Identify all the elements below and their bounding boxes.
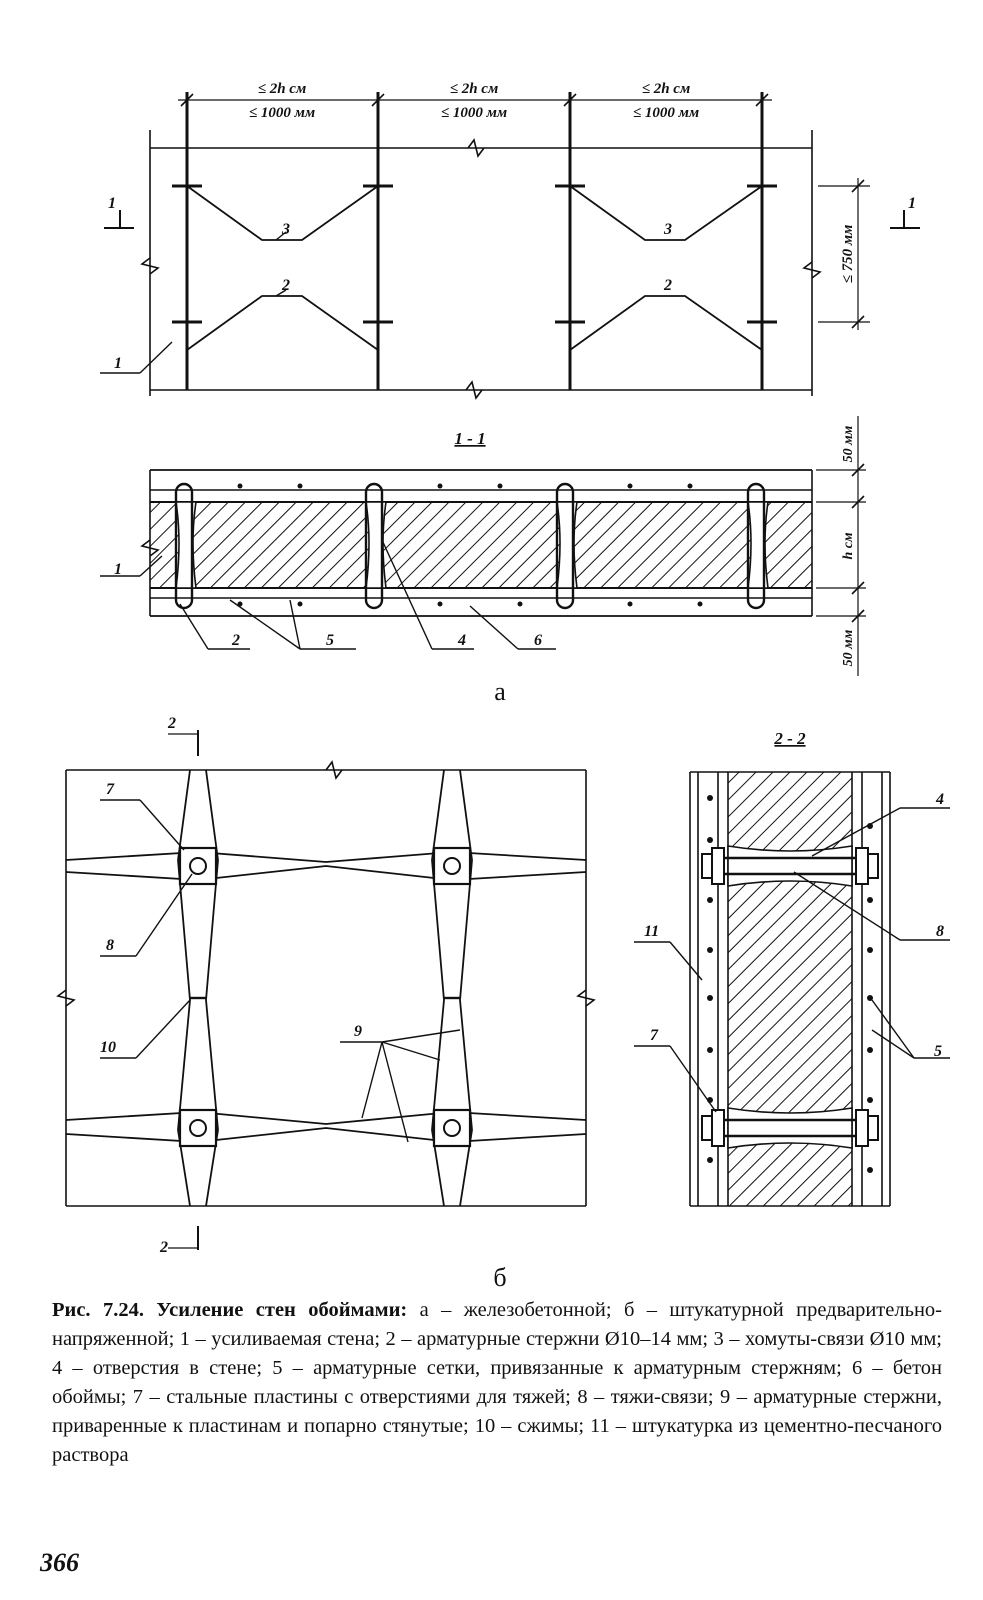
dim-1000-3: ≤ 1000 мм <box>633 105 699 121</box>
label-2-right: 2 <box>663 277 672 294</box>
label-8-detail: 8 <box>936 923 944 940</box>
label-10-plan: 10 <box>100 1039 116 1056</box>
figure-caption: Рис. 7.24. Усиление стен обоймами: а – ж… <box>52 1296 942 1470</box>
figure-a-section <box>100 416 866 676</box>
dim-2h-2: ≤ 2h см <box>450 81 499 97</box>
dim-h: h см <box>841 532 856 560</box>
label-3-left: 3 <box>281 221 290 238</box>
section-title-2-2: 2 - 2 <box>773 729 806 748</box>
dim-50-top: 50 мм <box>841 425 856 462</box>
label-4-detail: 4 <box>935 791 944 808</box>
dim-1000-1: ≤ 1000 мм <box>249 105 315 121</box>
section-mark-1-left: 1 <box>108 195 116 212</box>
dim-1000-2: ≤ 1000 мм <box>441 105 507 121</box>
label-1-elevation: 1 <box>114 355 122 372</box>
dim-750: ≤ 750 мм <box>840 225 856 284</box>
section-mark-1-right: 1 <box>908 195 916 212</box>
label-1-section: 1 <box>114 561 122 578</box>
sublabel-b: б <box>493 1263 506 1292</box>
label-11-detail: 11 <box>644 923 659 940</box>
label-9-plan: 9 <box>354 1023 362 1040</box>
dim-50-bottom: 50 мм <box>841 629 856 666</box>
page-number: 366 <box>40 1548 79 1577</box>
section-mark-2-bottom: 2 <box>159 1239 168 1256</box>
label-5-detail: 5 <box>934 1043 942 1060</box>
figure-b-section <box>634 771 950 1207</box>
label-7-detail: 7 <box>650 1027 659 1044</box>
label-4-section: 4 <box>457 632 466 649</box>
caption-text: а – железобетонной; б – штукатурной пред… <box>52 1299 942 1466</box>
caption-title: Рис. 7.24. Усиление стен обоймами: <box>52 1299 408 1321</box>
label-2-left: 2 <box>281 277 290 294</box>
label-3-right: 3 <box>663 221 672 238</box>
figure-a-elevation <box>100 92 920 400</box>
label-2-section: 2 <box>231 632 240 649</box>
sublabel-a: а <box>494 677 506 706</box>
figure-b-plan <box>56 730 596 1250</box>
label-8-plan: 8 <box>106 937 114 954</box>
dim-2h-1: ≤ 2h см <box>258 81 307 97</box>
label-5-section: 5 <box>326 632 334 649</box>
dim-2h-3: ≤ 2h см <box>642 81 691 97</box>
section-mark-2-top: 2 <box>167 715 176 732</box>
label-6-section: 6 <box>534 632 542 649</box>
label-7-plan: 7 <box>106 781 115 798</box>
section-title-1-1: 1 - 1 <box>454 429 485 448</box>
